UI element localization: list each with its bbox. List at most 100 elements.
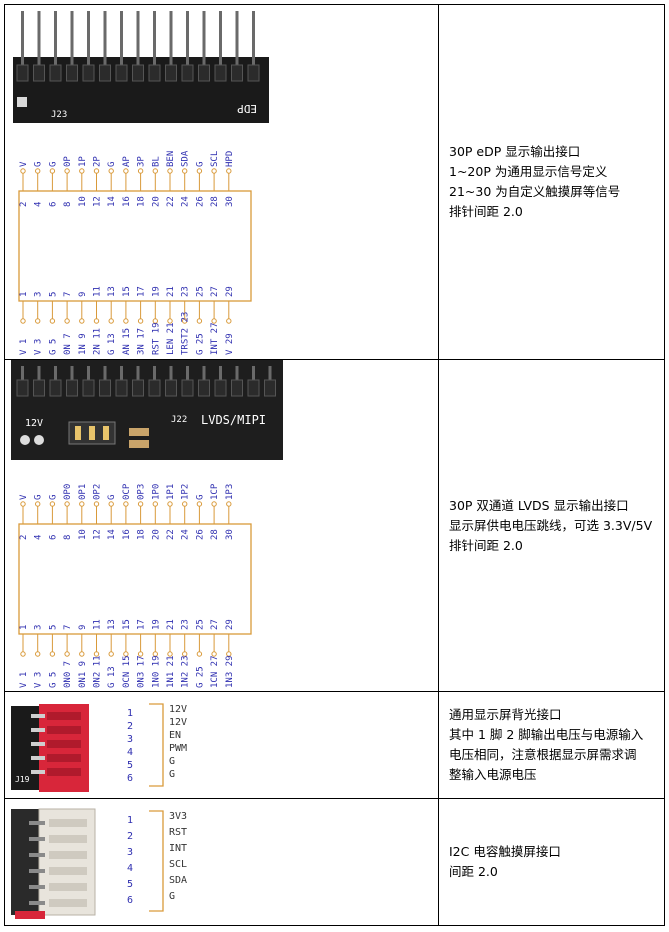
pin-pad [123,168,129,174]
connector-outline [149,703,164,787]
pin-pad [20,318,26,324]
header-pin-housing [148,64,161,82]
pin-number: 6 [127,773,133,784]
pin-number-bottom: 5 [48,625,58,630]
lvds-jumper-label: 12V [25,418,43,429]
pin-label-bottom: 0N2 11 [93,655,103,688]
pin-pad [79,501,85,507]
pin-pad [123,318,129,324]
header-pin [153,11,156,71]
header-pin-housing [66,379,78,397]
pin-label-bottom: LEN 21 [166,322,176,355]
pin-pad [64,318,70,324]
pin-label-bottom: 1N 9 [78,333,88,355]
pin-pad [79,318,85,324]
pin-number-bottom: 1 [19,292,29,297]
header-pin-housing [115,379,128,397]
pin-label-top: 0P [63,156,73,167]
pin-number-bottom: 9 [78,292,88,297]
pin-pad [64,501,70,507]
pin-name: G [169,769,175,780]
pin-number-bottom: 29 [225,286,235,297]
header-pin [54,11,57,71]
pin-pad [211,651,217,657]
pin-number-top: 28 [210,196,220,207]
header-pin-housing [247,64,260,82]
header-pin [219,366,222,386]
pin-pad [20,651,26,657]
pin-name: 12V [169,704,187,715]
pin-pad [211,168,217,174]
pin-pad [167,318,173,324]
header-pin-housing [115,64,128,82]
pin-pad [137,501,144,507]
pin-number-top: 8 [63,535,73,540]
header-pin [87,366,90,386]
pin-number-bottom: 21 [166,619,176,630]
pin-number-top: 30 [225,529,235,540]
header-pin [219,11,222,71]
pin-pad [123,501,129,507]
pin-label-bottom: 0CN 15 [122,655,132,688]
pin-label-bottom: 2N 11 [93,328,103,355]
pin-number-top: 2 [19,202,29,207]
pin-number-top: 24 [181,529,191,540]
pin-label-bottom: G 13 [107,333,117,355]
header-pin [136,11,140,71]
header-pin [37,366,41,386]
pin-label-top: 1P0 [151,484,161,500]
pin-label-top: 1P [78,156,88,167]
pin-pad [182,501,188,507]
pin-number-bottom: 29 [225,619,235,630]
pin-name: RST [169,827,187,838]
desc-line: 1~20P 为通用显示信号定义 [449,164,608,179]
header-pin-housing [247,379,260,397]
pin-label-top: SCL [210,151,220,167]
pin-pad [137,318,144,324]
pin-number-bottom: 15 [122,286,132,297]
pin-label-top: V [19,494,29,500]
pin-number-bottom: 9 [78,625,88,630]
pin-pad [226,651,232,657]
header-pin [70,11,74,71]
pin-label-top: 0P2 [93,484,103,500]
pin-number-bottom: 7 [63,292,73,297]
pin-pad [64,168,70,174]
pin-pad [211,501,217,507]
pin-pad [79,168,85,174]
connector-body [18,523,252,635]
pin-name: SCL [169,859,187,870]
pin-pad [211,318,217,324]
pin-number-top: 8 [63,202,73,207]
header-pin [252,366,255,386]
pin-pad [226,501,232,507]
header-pin-housing [165,64,177,82]
pin-label-top: V [19,161,29,167]
desc-line: 显示屏供电电压跳线，可选 3.3V/5V [449,517,653,533]
pin-number-bottom: 13 [107,619,117,630]
header-pin-housing [132,379,144,397]
header-pin-housing [214,64,227,82]
pin-pad [35,318,41,324]
pin-label-top: SDA [181,150,191,167]
header-pin-housing [49,379,62,397]
pin-pad [49,501,56,507]
desc-line: 整输入电源电压 [449,767,537,782]
pin-pad [93,168,100,174]
desc-line: 21~30 为自定义触摸屏等信号 [449,184,621,199]
pin-label-bottom: 0N3 17 [137,655,147,688]
desc-line: 排针间距 2.0 [449,204,523,219]
header-pin [136,366,140,386]
header-pin [235,11,239,71]
pin-label-top: G [48,495,58,500]
pin-name: EN [169,730,181,741]
pin-label-top: 0CP [122,483,132,500]
pin-number-top: 14 [107,196,117,207]
header-pin-housing [165,379,177,397]
pin-name: G [169,891,175,902]
desc-line: 其中 1 脚 2 脚输出电压与电源输入 [449,727,644,742]
